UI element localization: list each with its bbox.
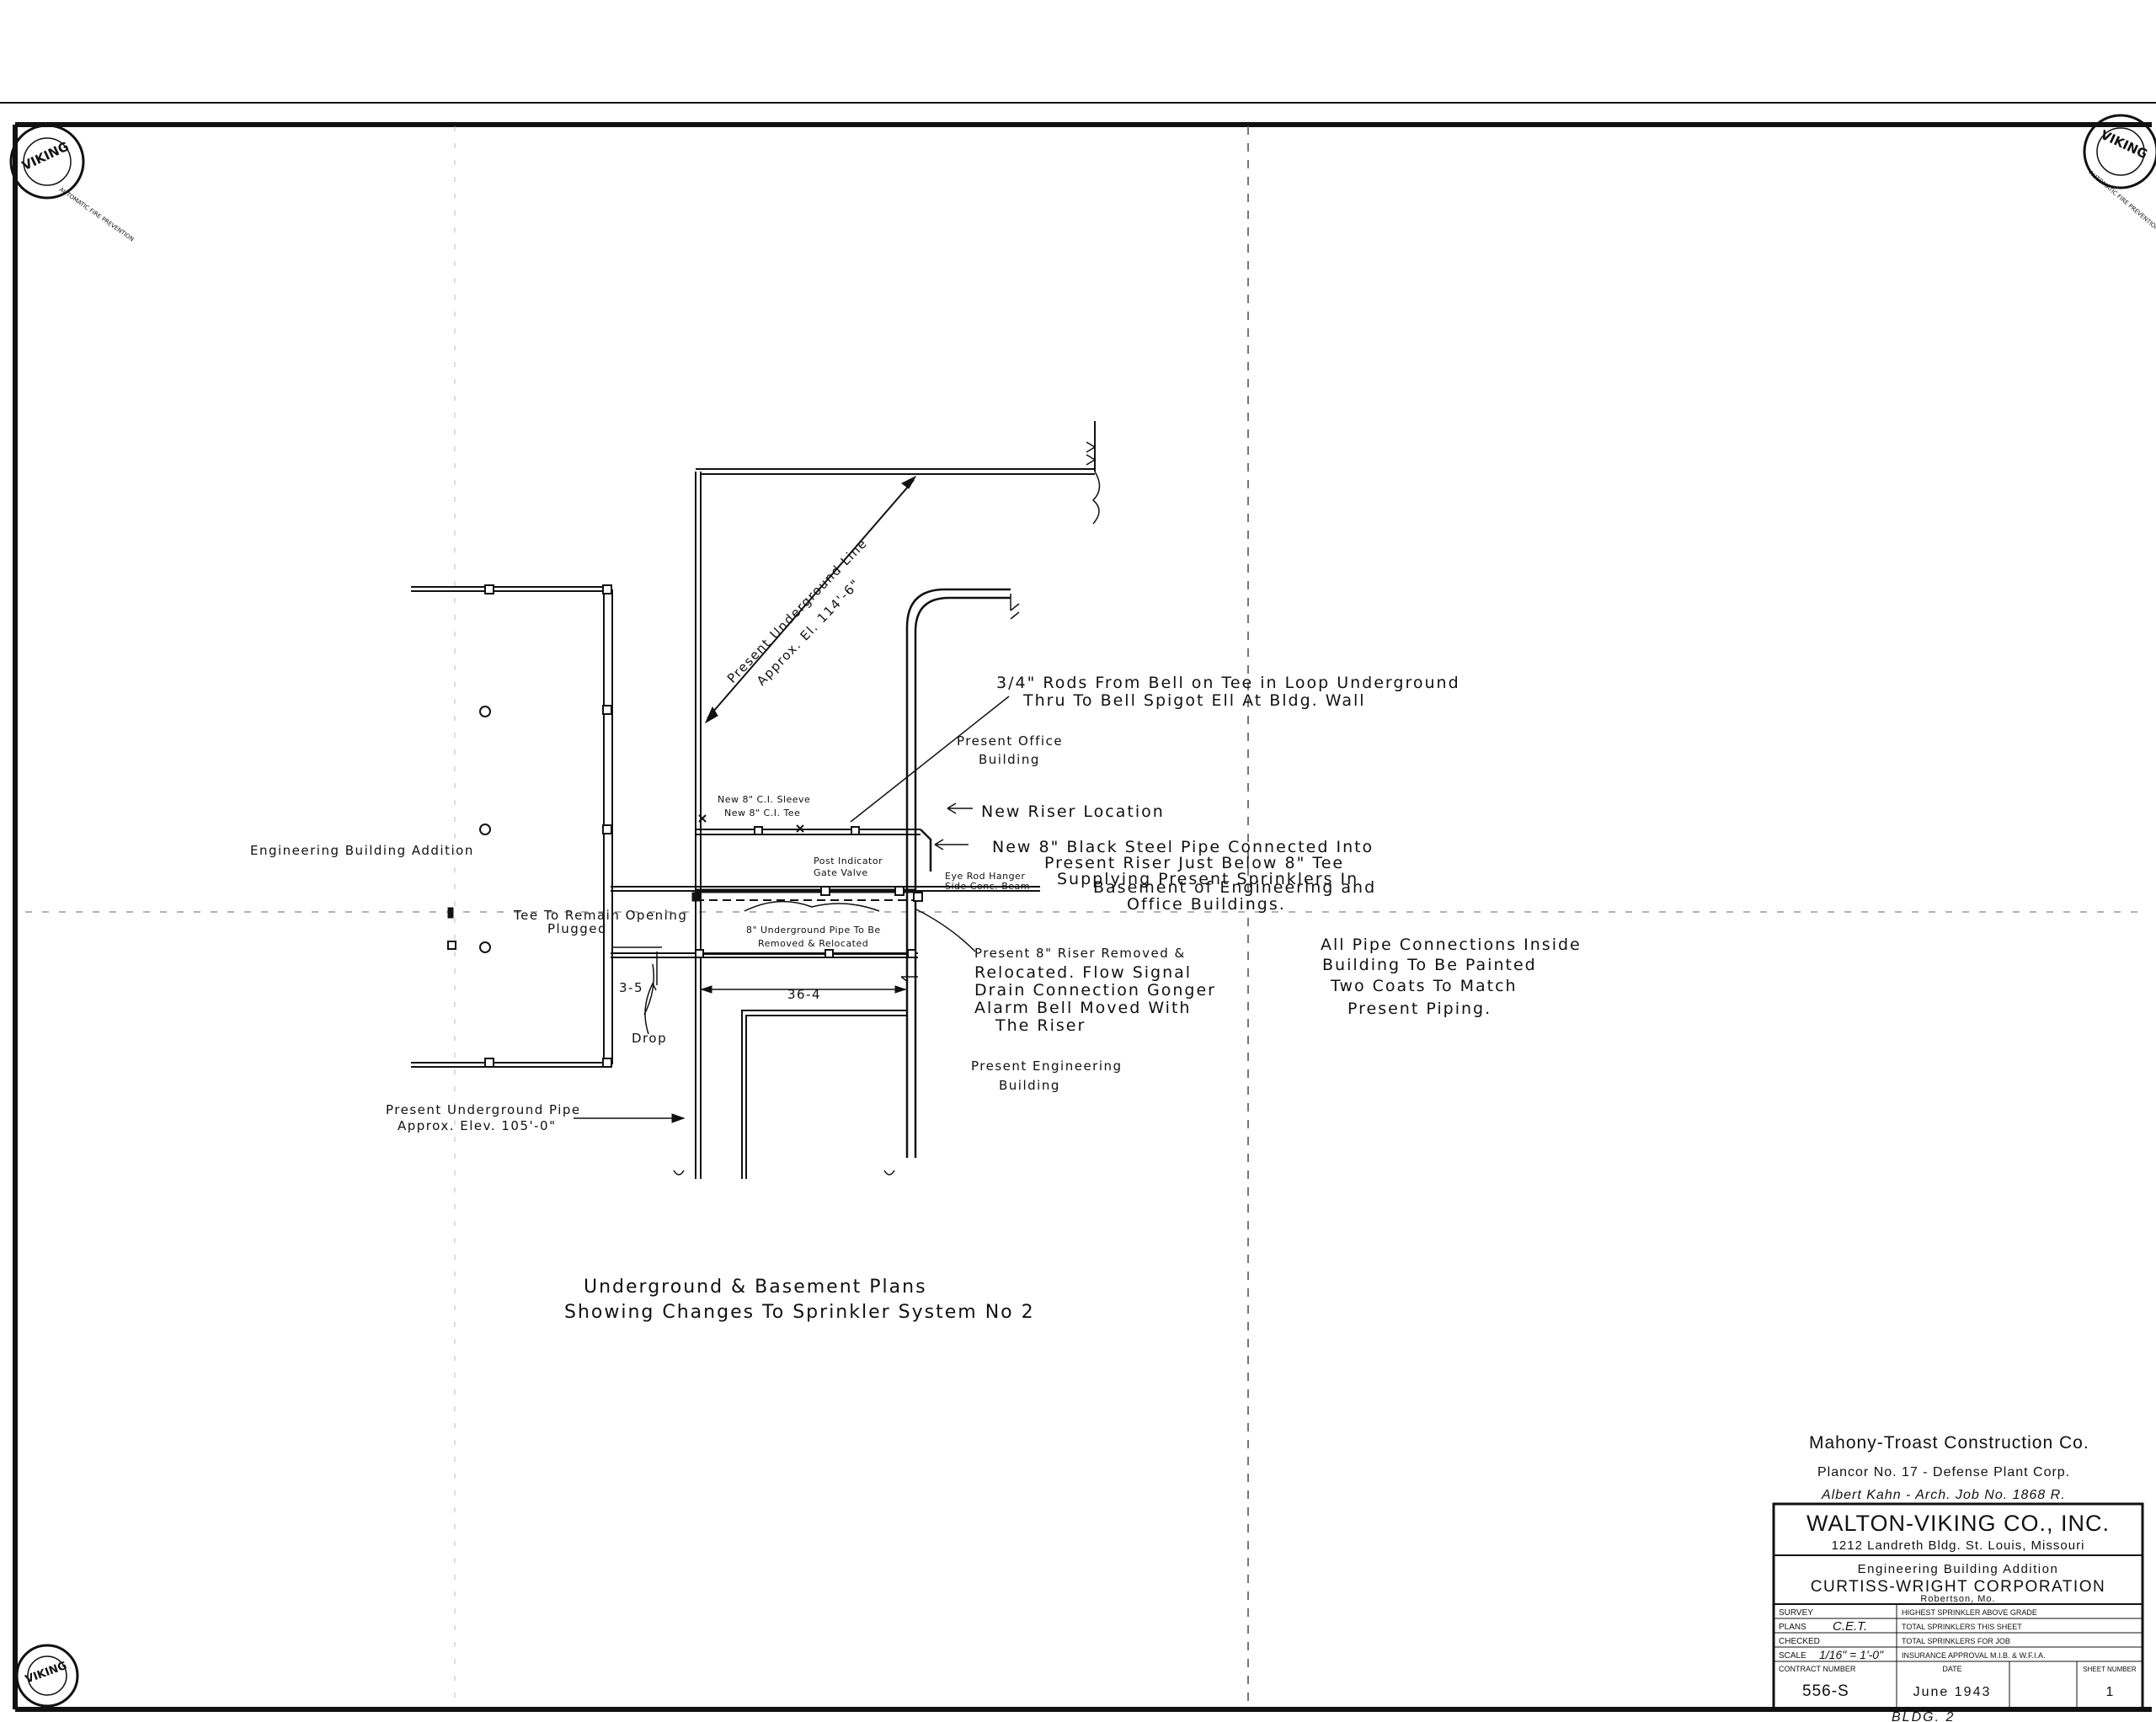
seal-top-left: VIKING AUTOMATIC FIRE PREVENTION — [9, 124, 135, 243]
note-riser-removed-3: Drain Connection Gonger — [974, 981, 1216, 1000]
title-plancor: Plancor No. 17 - Defense Plant Corp. — [1817, 1465, 2070, 1479]
note-new-pipe-2: Present Riser Just Below 8" Tee — [1044, 854, 1344, 872]
note-post-indicator-2: Gate Valve — [814, 867, 868, 878]
title-company: WALTON-VIKING CO., INC. — [1806, 1511, 2110, 1536]
seal-brand: VIKING — [2098, 127, 2149, 162]
seal-bottom-left: VIKING — [15, 1644, 79, 1708]
pipe-layout — [411, 421, 1101, 1179]
seal-top-right: VIKING AUTOMATIC FIRE PREVENTION — [2083, 114, 2156, 232]
note-rods-line1: 3/4" Rods From Bell on Tee in Loop Under… — [996, 674, 1460, 692]
note-all-pipe-4: Present Piping. — [1348, 1000, 1492, 1018]
seal-ring-text: AUTOMATIC FIRE PREVENTION — [58, 186, 135, 243]
note-all-pipe-3: Two Coats To Match — [1330, 977, 1518, 995]
note-tee-to-remain: Tee To Remain Opening — [513, 908, 687, 923]
note-new-sleeve: New 8" C.I. Sleeve — [718, 794, 810, 805]
tb-row-right-plans: TOTAL SPRINKLERS THIS SHEET — [1902, 1623, 2022, 1631]
note-all-pipe-2: Building To Be Painted — [1322, 956, 1537, 974]
tb-row-value-scale: 1/16" = 1'-0" — [1819, 1648, 1884, 1661]
note-dim-3-5: 3-5 — [619, 980, 643, 995]
note-engineering-addition: Engineering Building Addition — [250, 843, 474, 858]
tb-sheet-value: 1 — [2106, 1685, 2114, 1699]
tb-date-label: DATE — [1942, 1665, 1961, 1673]
note-drop: Drop — [632, 1031, 667, 1046]
note-new-pipe-1: New 8" Black Steel Pipe Connected Into — [992, 838, 1374, 856]
note-underground-removed-2: Removed & Relocated — [758, 938, 868, 949]
title-architect: Albert Kahn - Arch. Job No. 1868 R. — [1821, 1488, 2066, 1502]
title-contractor: Mahony-Troast Construction Co. — [1809, 1433, 2089, 1453]
tb-row-right-survey: HIGHEST SPRINKLER ABOVE GRADE — [1902, 1608, 2037, 1617]
tb-contract-label: CONTRACT NUMBER — [1779, 1665, 1856, 1673]
drawing-notes: Present Underground Line Approx. El. 114… — [250, 536, 1582, 1133]
drawing-title-line1: Underground & Basement Plans — [584, 1277, 927, 1298]
note-new-pipe-4: Basement of Engineering and — [1093, 878, 1376, 897]
title-location: Robertson, Mo. — [1920, 1594, 1995, 1604]
note-riser-removed-5: The Riser — [995, 1016, 1086, 1035]
note-riser-removed-1: Present 8" Riser Removed & — [974, 946, 1186, 961]
note-present-office-2: Building — [979, 752, 1040, 767]
tb-date-value: June 1943 — [1913, 1685, 1992, 1699]
note-all-pipe-1: All Pipe Connections Inside — [1321, 936, 1582, 954]
note-underground-pipe-2: Approx. Elev. 105'-0" — [398, 1118, 557, 1133]
tb-row-label-survey: SURVEY — [1779, 1608, 1813, 1618]
note-new-pipe-3: Supplying Present Sprinklers In — [1057, 870, 1358, 888]
note-rods-line2: Thru To Bell Spigot Ell At Bldg. Wall — [1022, 691, 1366, 710]
note-underground-removed-1: 8" Underground Pipe To Be — [746, 925, 881, 936]
note-present-underground-line: Present Underground Line — [724, 536, 871, 686]
tb-sheet-label: SHEET NUMBER — [2083, 1666, 2137, 1673]
note-riser-removed-2: Relocated. Flow Signal — [974, 963, 1192, 982]
note-present-office-1: Present Office — [957, 733, 1063, 749]
note-underground-pipe-1: Present Underground Pipe — [386, 1102, 581, 1117]
tb-row-label-checked: CHECKED — [1779, 1637, 1820, 1646]
title-block: Mahony-Troast Construction Co. Plancor N… — [1772, 1433, 2144, 1711]
title-address: 1212 Landreth Bldg. St. Louis, Missouri — [1832, 1538, 2085, 1553]
note-plugged: Plugged — [547, 921, 607, 936]
note-eye-rod-2: Side Conc. Beam — [945, 881, 1030, 892]
note-new-pipe-5: Office Buildings. — [1127, 895, 1286, 914]
note-riser-removed-4: Alarm Bell Moved With — [974, 999, 1191, 1017]
note-dim-36-4: 36-4 — [787, 987, 821, 1002]
drawing-title: Underground & Basement Plans Showing Cha… — [564, 1277, 1035, 1323]
seal-brand: VIKING — [19, 139, 71, 173]
tb-row-label-plans: PLANS — [1779, 1623, 1806, 1632]
title-project: Engineering Building Addition — [1858, 1562, 2059, 1576]
note-new-tee: New 8" C.I. Tee — [724, 808, 800, 818]
seal-brand: VIKING — [24, 1660, 68, 1687]
note-post-indicator-1: Post Indicator — [814, 856, 883, 866]
tb-row-label-scale: SCALE — [1779, 1651, 1806, 1661]
tb-contract-value: 556-S — [1802, 1682, 1849, 1700]
tb-row-value-plans: C.E.T. — [1833, 1619, 1867, 1634]
note-present-engineering-2: Building — [999, 1078, 1060, 1093]
tb-row-right-checked: TOTAL SPRINKLERS FOR JOB — [1902, 1637, 2010, 1645]
tb-row-right-scale: INSURANCE APPROVAL M.I.B. & W.F.I.A. — [1902, 1651, 2046, 1660]
note-eye-rod-1: Eye Rod Hanger — [945, 871, 1025, 882]
note-present-engineering-1: Present Engineering — [971, 1058, 1123, 1074]
building-tag: BLDG. 2 — [1892, 1710, 1955, 1722]
drawing-title-line2: Showing Changes To Sprinkler System No 2 — [564, 1302, 1035, 1323]
note-new-riser-location: New Riser Location — [981, 802, 1165, 821]
title-client: CURTISS-WRIGHT CORPORATION — [1811, 1578, 2105, 1596]
